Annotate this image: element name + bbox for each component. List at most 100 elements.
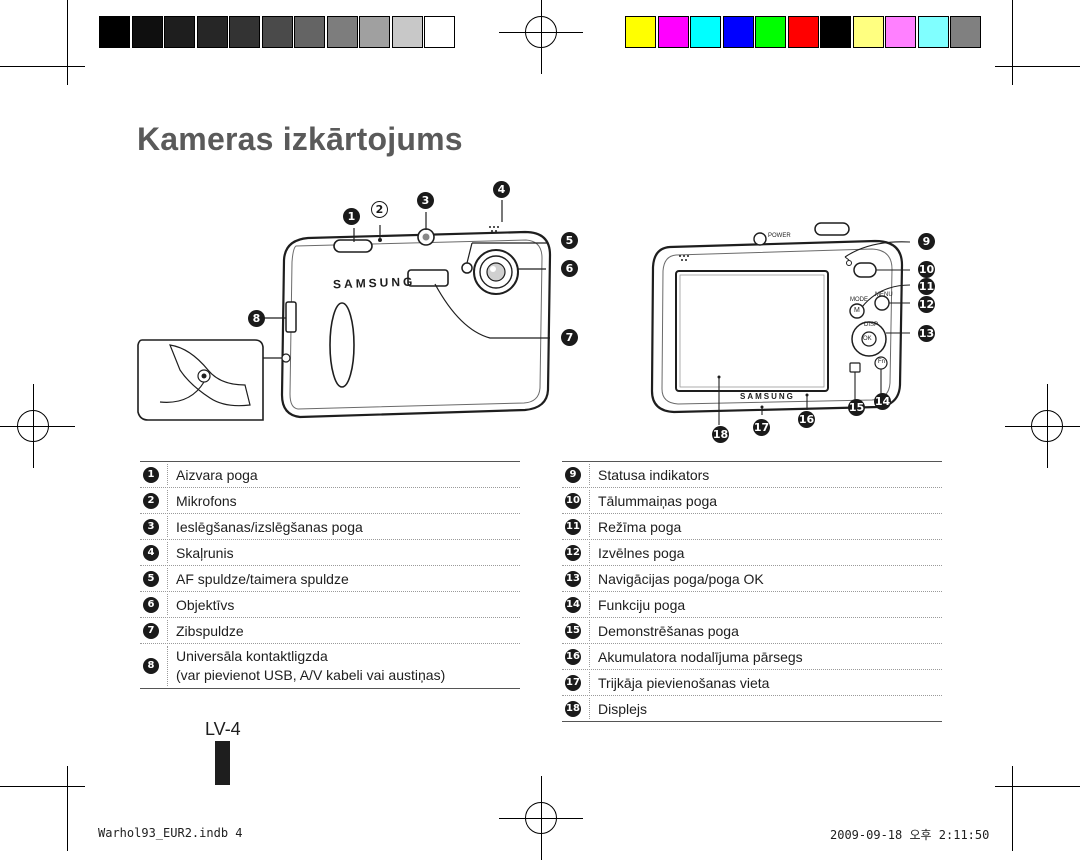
callout-13: 13 [918, 325, 935, 342]
legend-row: 17 Trijkāja pievienošanas vieta [562, 670, 942, 696]
color-swatch [229, 16, 260, 48]
footer-file-info: Warhol93_EUR2.indb 4 [98, 826, 243, 840]
callout-2: 2 [371, 201, 388, 218]
legend-divider [167, 542, 169, 563]
legend-text: Skaļrunis [176, 545, 234, 561]
brand-logo-front: SAMSUNG [332, 274, 416, 292]
registration-mark [1005, 384, 1080, 468]
legend-text: Statusa indikators [598, 467, 709, 483]
legend-text-line: (var pievienot USB, A/V kabeli vai austi… [176, 667, 446, 683]
page-number: LV-4 [205, 719, 241, 739]
crop-mark [995, 786, 1080, 787]
legend-text: Akumulatora nodalījuma pārsegs [598, 649, 803, 665]
legend-divider [589, 516, 591, 537]
callout-16: 16 [798, 411, 815, 428]
color-swatch [164, 16, 195, 48]
legend-text: Demonstrēšanas poga [598, 623, 739, 639]
legend-row: 18 Displejs [562, 696, 942, 721]
color-swatch [131, 16, 163, 48]
legend-text-line: Universāla kontaktligzda [176, 648, 328, 664]
callout-3: 3 [417, 192, 434, 209]
color-swatch [261, 16, 293, 48]
crop-mark [0, 786, 85, 787]
callout-8: 8 [248, 310, 265, 327]
callout-4: 4 [493, 181, 510, 198]
power-label: POWER [768, 233, 791, 239]
legend-text: Ieslēgšanas/izslēgšanas poga [176, 519, 363, 535]
legend-text: Trijkāja pievienošanas vieta [598, 675, 769, 691]
legend-text-line: Skaļrunis [176, 544, 234, 561]
legend-number-badge: 10 [565, 492, 581, 509]
legend-text: Mikrofons [176, 493, 237, 509]
legend-text-line: Tālummaiņas poga [598, 492, 718, 509]
section-tab [215, 741, 230, 785]
camera-front-illustration [137, 200, 552, 421]
legend-divider [167, 646, 169, 686]
crop-mark [67, 766, 68, 851]
legend-text-line: Mikrofons [176, 492, 237, 509]
legend-row: 10 Tālummaiņas poga [562, 488, 942, 514]
legend-divider [167, 568, 169, 589]
legend-number-badge: 1 [143, 466, 159, 483]
m-label: M [854, 307, 860, 314]
legend-divider [167, 516, 169, 537]
color-swatch [99, 16, 130, 48]
callout-1: 1 [343, 208, 360, 225]
legend-number-badge: 11 [565, 518, 581, 535]
legend-text-line: Aizvara poga [176, 466, 258, 483]
callout-5: 5 [561, 232, 578, 249]
legend-number-badge: 15 [565, 622, 581, 639]
legend-divider [167, 594, 169, 615]
registration-mark [499, 776, 583, 860]
legend-divider [589, 672, 591, 693]
legend-number-badge: 8 [143, 658, 159, 674]
legend-divider [589, 568, 591, 589]
legend-text: Tālummaiņas poga [598, 493, 717, 509]
color-swatch [424, 16, 455, 48]
legend-number-badge: 12 [565, 544, 581, 561]
legend-number-badge: 14 [565, 596, 581, 613]
legend-text-line: Statusa indikators [598, 466, 710, 483]
callout-12: 12 [918, 296, 935, 313]
legend-divider [589, 490, 591, 511]
legend-text-line: AF spuldze/taimera spuldze [176, 570, 349, 587]
legend-text-line: Navigācijas poga/poga OK [598, 570, 764, 587]
legend-number-badge: 18 [565, 700, 581, 717]
legend-row: 15 Demonstrēšanas poga [562, 618, 942, 644]
legend-text: Izvēlnes poga [598, 545, 684, 561]
legend-row: 6 Objektīvs [140, 592, 520, 618]
legend-text: AF spuldze/taimera spuldze [176, 571, 349, 587]
legend-text-line: Objektīvs [176, 596, 235, 613]
legend-row: 14 Funkciju poga [562, 592, 942, 618]
legend-text: Objektīvs [176, 597, 234, 613]
legend-number-badge: 3 [143, 518, 159, 535]
legend-divider [167, 620, 169, 641]
color-swatch [885, 16, 916, 48]
crop-mark [1012, 766, 1013, 851]
legend-number-badge: 17 [565, 674, 581, 691]
legend-divider [589, 620, 591, 641]
color-swatch [852, 16, 884, 48]
camera-back-illustration [650, 222, 911, 425]
ok-label: OK [863, 336, 872, 342]
legend-text-line: Funkciju poga [598, 596, 686, 613]
legend-number-badge: 7 [143, 622, 159, 639]
legend-number-badge: 6 [143, 596, 159, 613]
legend-divider [589, 542, 591, 563]
color-swatch [917, 16, 949, 48]
crop-mark [67, 0, 68, 85]
disp-label: DISP [864, 322, 879, 328]
legend-text-line: Displejs [598, 700, 648, 717]
legend-number-badge: 16 [565, 648, 581, 665]
page-title: Kameras izkārtojums [137, 121, 463, 157]
color-swatch [690, 16, 721, 48]
color-swatch [657, 16, 689, 48]
callout-7: 7 [561, 329, 578, 346]
legend-row: 16 Akumulatora nodalījuma pārsegs [562, 644, 942, 670]
legend-text: Navigācijas poga/poga OK [598, 571, 764, 587]
callout-9: 9 [918, 233, 935, 250]
legend-text-line: Demonstrēšanas poga [598, 622, 739, 639]
